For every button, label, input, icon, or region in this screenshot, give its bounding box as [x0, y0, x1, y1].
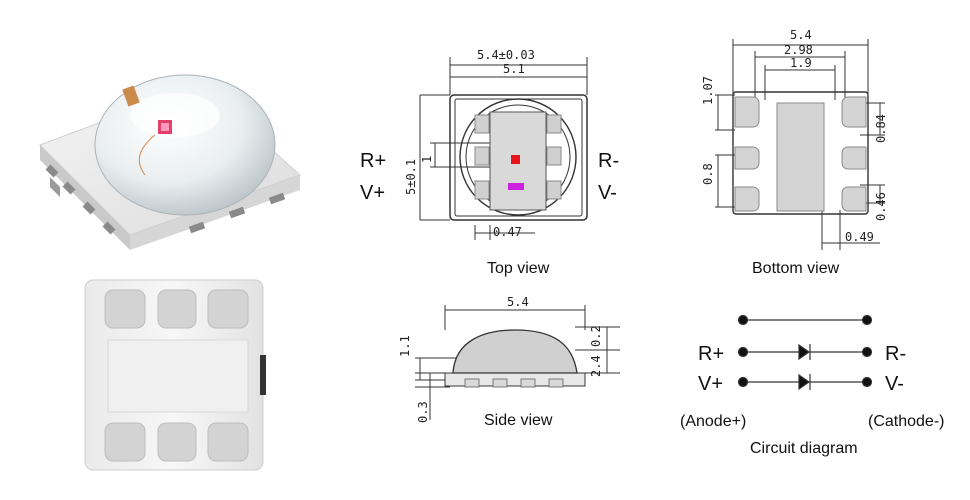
dim-inner-width: 5.1 [503, 62, 525, 76]
bottom-view-caption: Bottom view [752, 260, 840, 277]
dim-side-width: 5.4 [507, 295, 529, 309]
dim-bottom-width: 5.4 [790, 28, 812, 42]
dim-offset: 0.47 [493, 225, 522, 239]
circuit-diagram [737, 314, 873, 391]
dim-dome: 1.1 [398, 335, 412, 357]
dim-total: 2.4 [589, 355, 603, 377]
dim-gap: 0.46 [874, 192, 888, 221]
pin-label-r-minus: R- [598, 150, 620, 172]
circuit-caption: Circuit diagram [750, 440, 858, 457]
pin-label-v-plus: V+ [360, 182, 386, 204]
anode-label: (Anode+) [680, 413, 747, 430]
top-view-caption: Top view [487, 260, 550, 277]
pin-label-r-plus: R+ [360, 150, 387, 172]
dim-base: 0.3 [416, 401, 430, 423]
top-view-drawing: 5.4±0.03 5.1 5±0.1 1 0.47 [404, 48, 588, 240]
purple-chip [508, 183, 524, 190]
side-view-caption: Side view [484, 412, 553, 429]
dim-pad-span: 2.98 [784, 43, 813, 57]
dim-top: 0.2 [589, 325, 603, 347]
circuit-label-v-minus: V- [885, 373, 904, 395]
diode-r-icon [798, 343, 811, 361]
led-3d-photo [39, 74, 301, 250]
dim-top-pad: 1.07 [701, 76, 715, 105]
circuit-label-r-plus: R+ [698, 343, 725, 365]
bottom-view-drawing: 5.4 2.98 1.9 1.07 0.8 0.84 0.46 0.49 [701, 28, 888, 250]
dim-height: 5±0.1 [404, 159, 418, 195]
pin-label-v-minus: V- [598, 182, 617, 204]
circuit-label-r-minus: R- [885, 343, 907, 365]
circuit-label-v-plus: V+ [698, 373, 724, 395]
side-view-drawing: 5.4 1.1 0.2 2.4 0.3 [398, 295, 620, 423]
dim-overall-width: 5.4±0.03 [477, 48, 535, 62]
dim-pitch: 0.8 [701, 163, 715, 185]
led-bottom-photo [84, 279, 266, 471]
red-chip [511, 155, 520, 164]
diode-v-icon [798, 373, 811, 391]
cathode-label: (Cathode-) [868, 413, 945, 430]
dim-center-pad: 1.9 [790, 56, 812, 70]
dim-pad-height: 0.84 [874, 114, 888, 143]
dim-pad: 1 [420, 156, 434, 163]
dim-edge: 0.49 [845, 230, 874, 244]
